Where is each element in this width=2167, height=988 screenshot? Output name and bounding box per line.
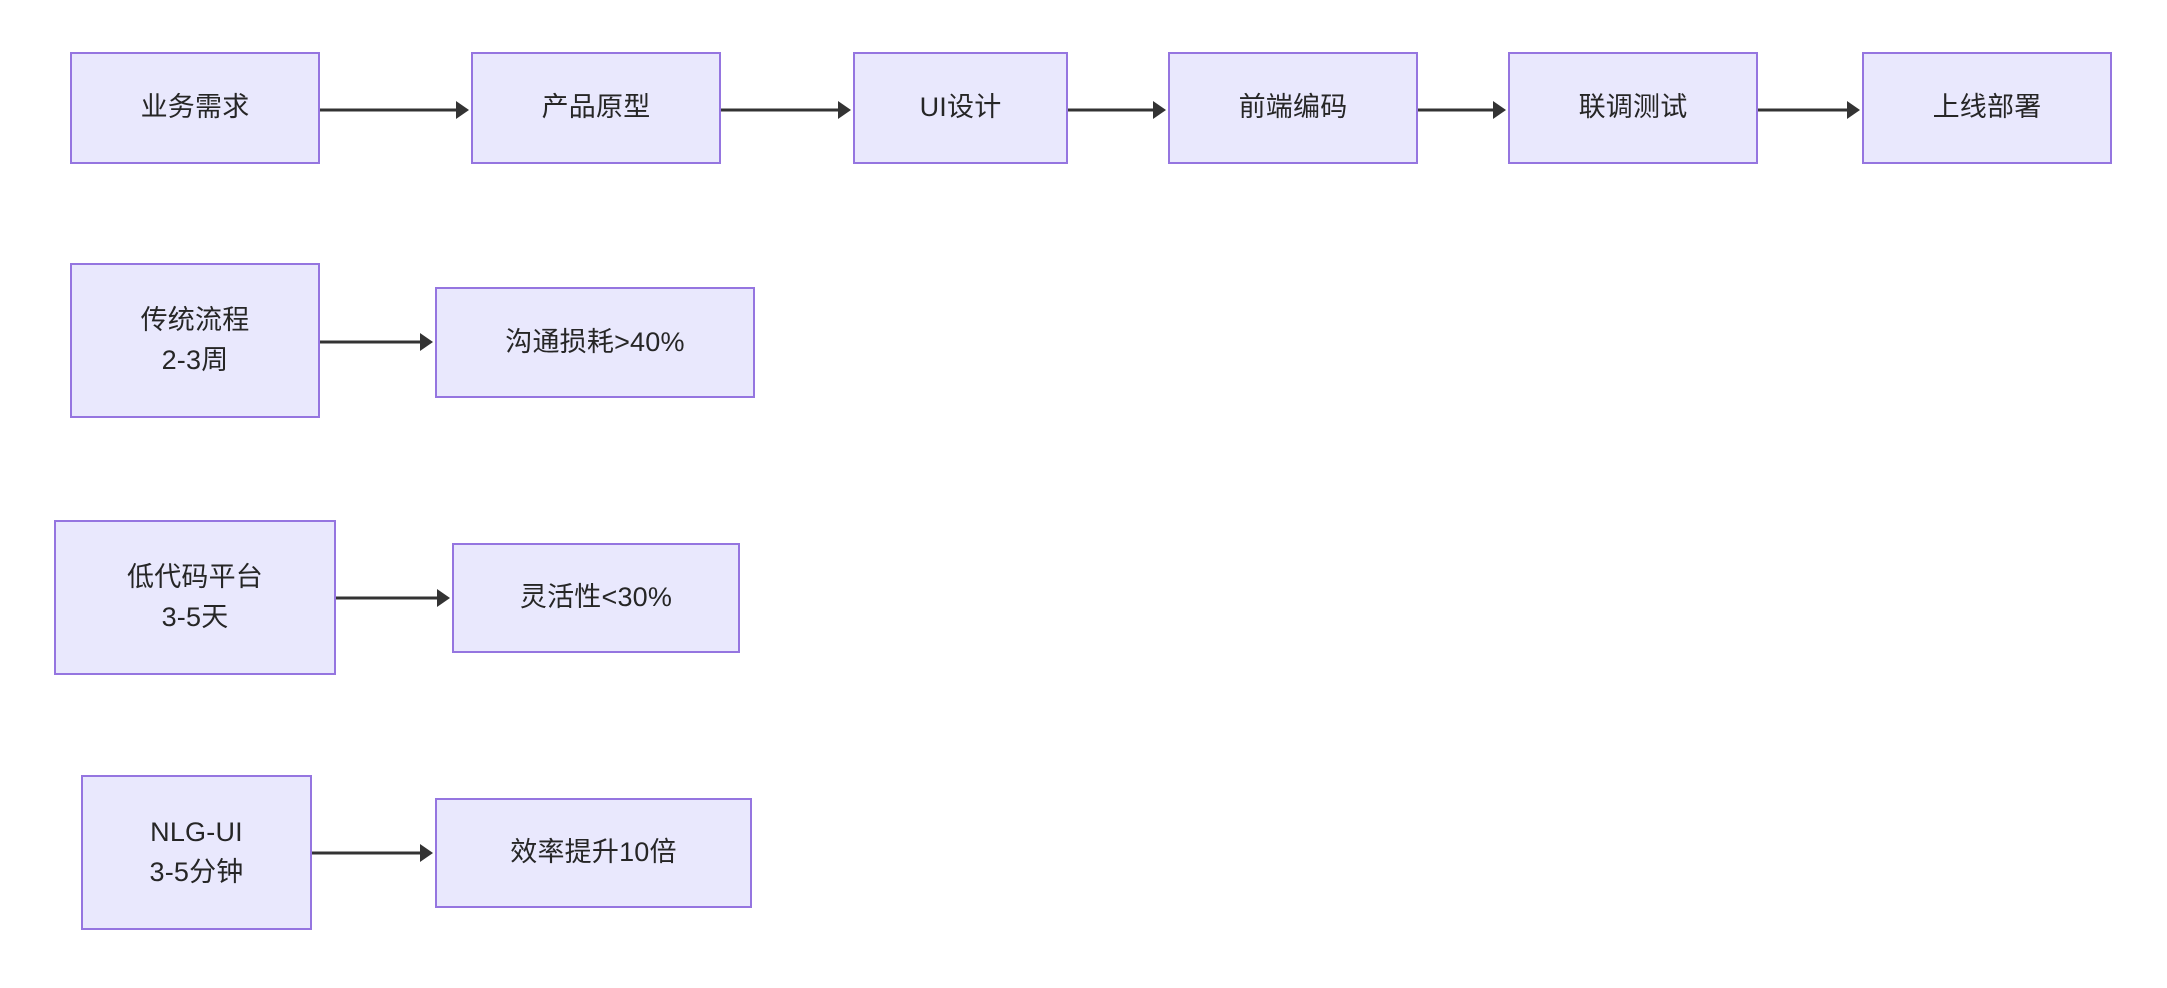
flow-node-sublabel: 2-3周 [161,344,229,375]
flow-node-label: 效率提升10倍 [510,837,677,868]
edge-arrowhead [456,101,469,119]
flow-node-label: UI设计 [919,92,1002,123]
flow-node-label: 前端编码 [1238,92,1348,123]
flow-node-t2[interactable]: 沟通损耗>40% [435,287,755,398]
flow-node-label: 产品原型 [541,92,651,123]
edge-arrowhead [1153,101,1166,119]
edge-arrowhead [420,844,433,862]
flow-node-l2[interactable]: 灵活性<30% [452,543,740,653]
flow-node-t1[interactable]: 传统流程 2-3周 [70,263,320,418]
flow-node-sublabel: 3-5分钟 [149,856,244,887]
flow-node-label: 传统流程 [140,304,250,335]
flow-node-n6[interactable]: 上线部署 [1862,52,2112,164]
flow-node-label: 低代码平台 [127,561,263,592]
flow-node-label: NLG-UI [150,816,243,847]
flow-node-n5[interactable]: 联调测试 [1508,52,1758,164]
edge-arrowhead [437,589,450,607]
flow-node-label: 业务需求 [140,92,250,123]
flow-node-sublabel: 3-5天 [161,601,229,632]
flow-node-g1[interactable]: NLG-UI 3-5分钟 [81,775,312,930]
flow-node-g2[interactable]: 效率提升10倍 [435,798,752,908]
edge-arrowhead [420,333,433,351]
flow-node-label: 上线部署 [1932,92,2042,123]
flow-node-label: 沟通损耗>40% [505,326,685,357]
flow-node-n3[interactable]: UI设计 [853,52,1068,164]
flow-node-label: 灵活性<30% [519,582,673,613]
edge-arrowhead [1847,101,1860,119]
flow-node-n4[interactable]: 前端编码 [1168,52,1418,164]
flow-node-l1[interactable]: 低代码平台 3-5天 [54,520,336,675]
flow-node-label: 联调测试 [1578,92,1688,123]
edge-arrowhead [1493,101,1506,119]
edge-arrowhead [838,101,851,119]
flow-node-n1[interactable]: 业务需求 [70,52,320,164]
flow-node-n2[interactable]: 产品原型 [471,52,721,164]
